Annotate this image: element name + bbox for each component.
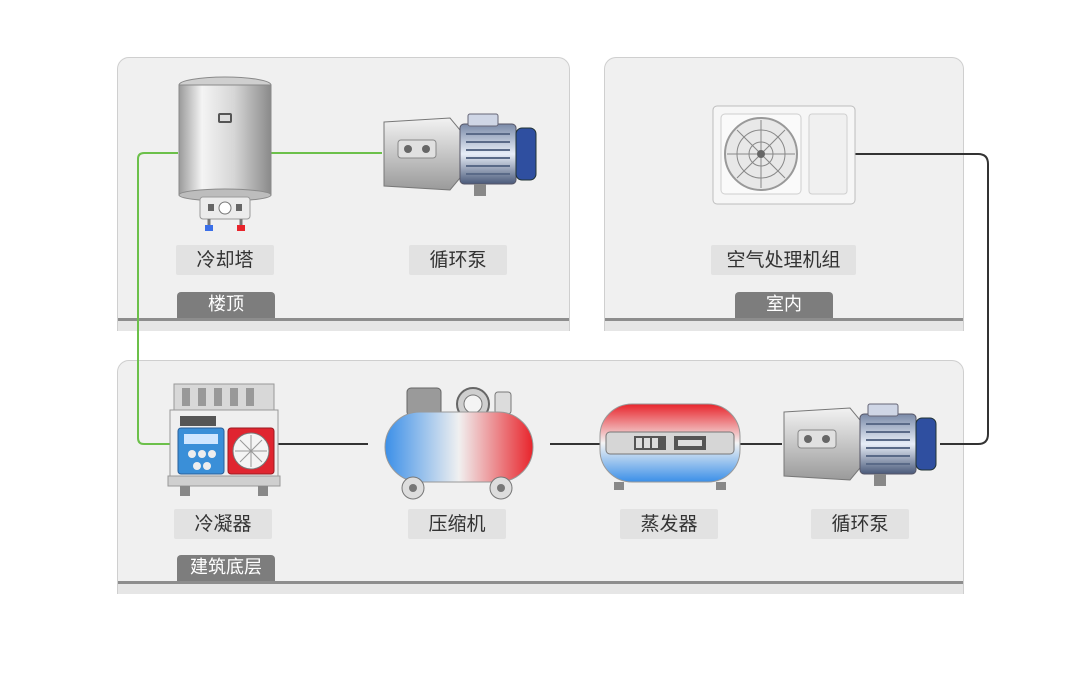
condenser-icon	[167, 383, 281, 496]
condenser-label: 冷凝器	[174, 509, 272, 539]
evaporator-icon	[599, 403, 741, 490]
roof-floor	[118, 318, 569, 331]
air-handler-label: 空气处理机组	[711, 245, 856, 275]
zone-roof-tag: 楼顶	[177, 292, 275, 318]
air-handler-icon	[712, 105, 856, 205]
ahu-return-pipe	[855, 153, 989, 445]
basement-pump-label: 循环泵	[811, 509, 909, 539]
zone-indoor-tag: 室内	[735, 292, 833, 318]
cooling-tower-label: 冷却塔	[176, 245, 274, 275]
evaporator-label: 蒸发器	[620, 509, 718, 539]
compressor-icon	[384, 387, 534, 500]
compressor-label: 压缩机	[408, 509, 506, 539]
zone-basement-tag: 建筑底层	[177, 555, 275, 581]
indoor-floor	[605, 318, 963, 331]
roof-pump-label: 循环泵	[409, 245, 507, 275]
condenser-water-pipe	[137, 152, 178, 445]
cooling-tower-icon	[178, 76, 272, 231]
roof-pump-icon	[383, 113, 537, 196]
basement-pump-icon	[783, 403, 937, 486]
basement-floor	[118, 581, 963, 594]
